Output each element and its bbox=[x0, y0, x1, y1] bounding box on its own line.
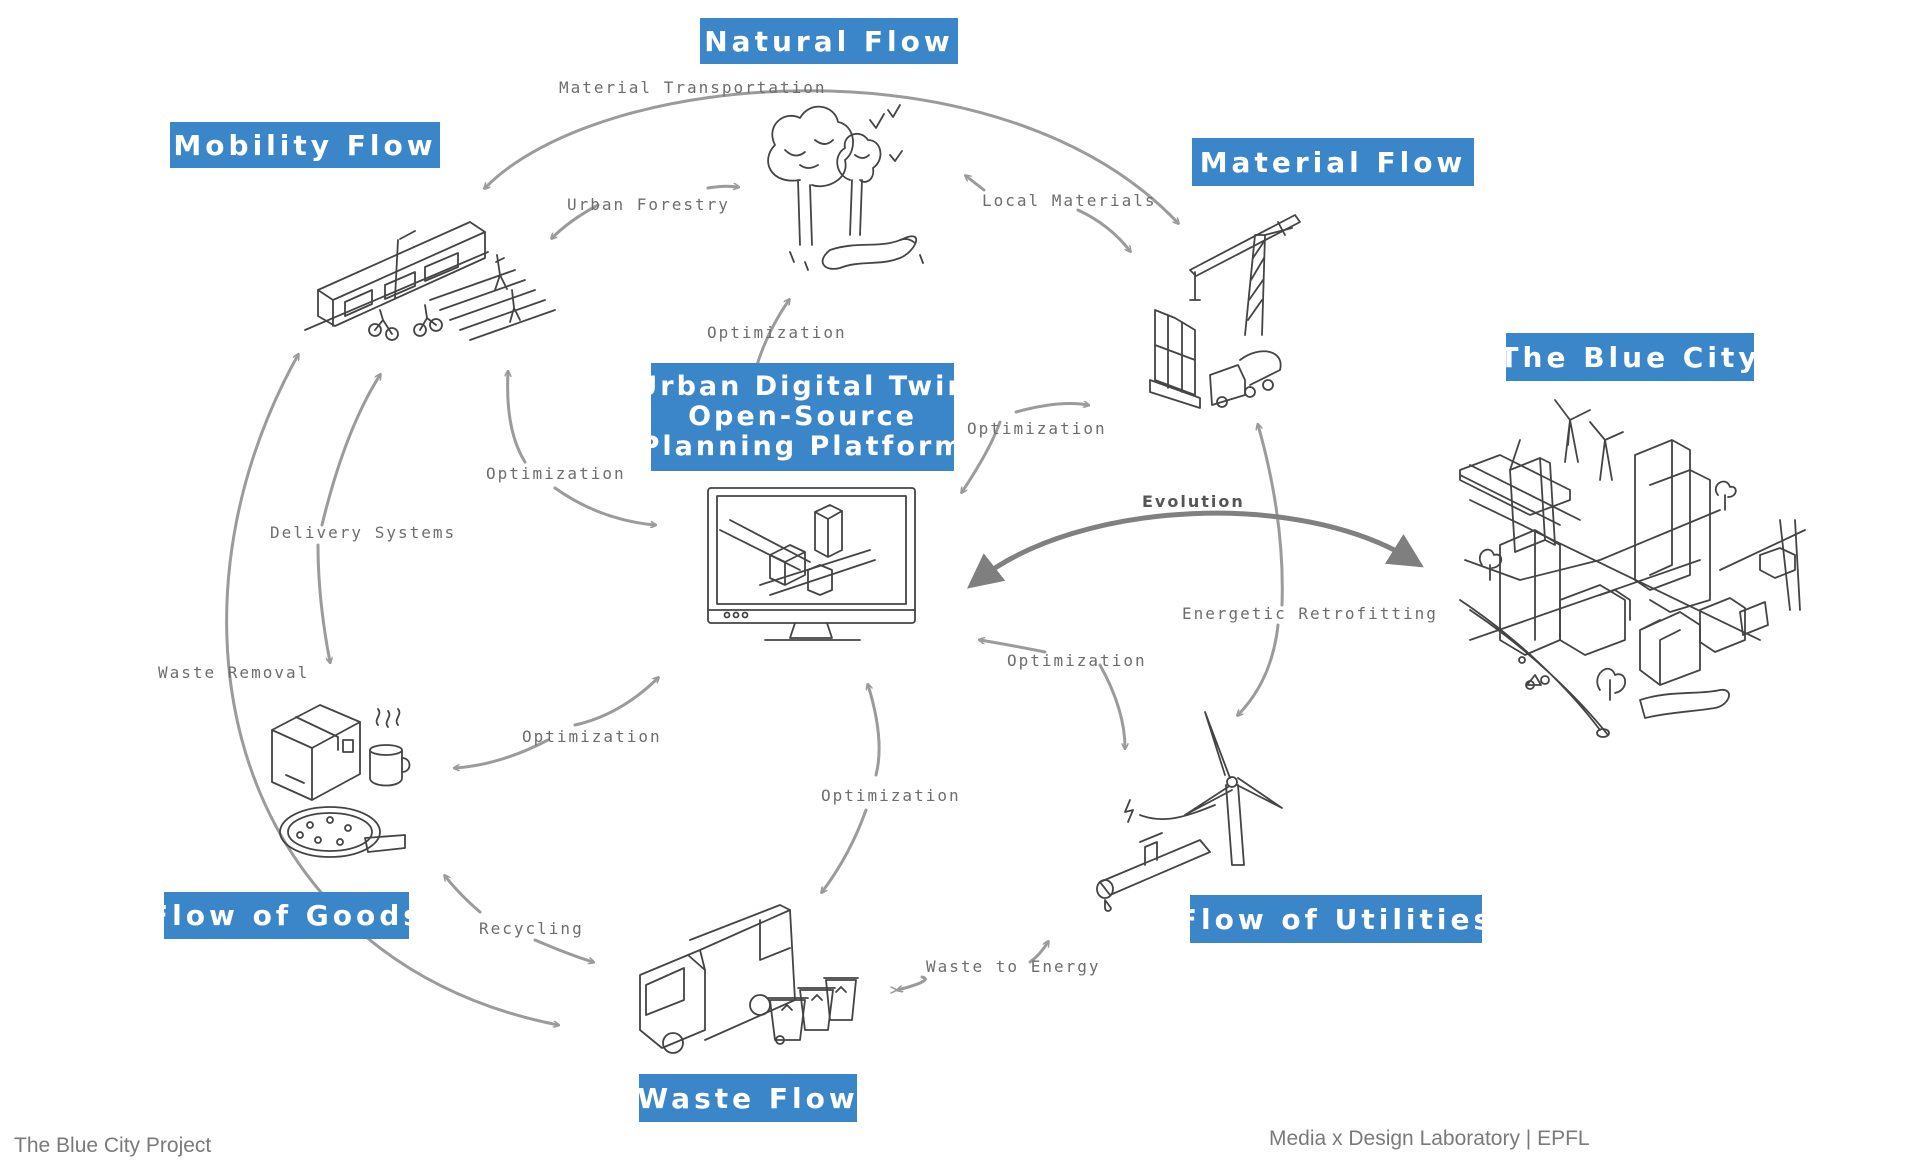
arrow-recycling-b bbox=[533, 938, 593, 962]
parcel-coffee-pizza-icon bbox=[271, 704, 411, 858]
label-energetic-retrofitting: Energetic Retrofitting bbox=[1182, 604, 1438, 623]
node-flow-of-goods: Flow of Goods bbox=[149, 892, 420, 939]
arrow-opt-mobility-b bbox=[553, 486, 655, 525]
arrow-urban-forestry-right bbox=[706, 186, 738, 188]
arrow-waste-energy-right bbox=[1028, 942, 1048, 964]
wind-turbine-pipe-icon bbox=[1096, 711, 1283, 912]
label-optimization-natural: Optimization bbox=[707, 323, 847, 342]
label-delivery-systems: Delivery Systems bbox=[270, 523, 457, 542]
arrow-opt-mobility-a bbox=[508, 372, 527, 464]
arrow-opt-material-b bbox=[1014, 404, 1088, 414]
label-waste-to-energy: Waste to Energy bbox=[926, 957, 1101, 976]
arrow-opt-material-a bbox=[962, 420, 1002, 492]
arrow-opt-utilities-a bbox=[980, 640, 1047, 654]
arrow-opt-waste-a bbox=[868, 685, 881, 777]
label-urban-forestry: Urban Forestry bbox=[567, 195, 730, 214]
node-blue-city: The Blue City bbox=[1499, 333, 1757, 381]
city-skyline-icon bbox=[1459, 399, 1806, 738]
center-title-line-2: Open-Source bbox=[688, 400, 917, 432]
node-natural-flow: Natural Flow bbox=[700, 18, 958, 64]
label-material-transportation: Material Transportation bbox=[559, 78, 827, 97]
arrow-waste-energy-a bbox=[883, 990, 897, 992]
arrow-recycling-a bbox=[445, 876, 482, 914]
label-optimization-waste: Optimization bbox=[821, 786, 961, 805]
node-digital-twin-platform: Urban Digital Twin Open-Source Planning … bbox=[635, 363, 967, 471]
node-material-flow: Material Flow bbox=[1192, 138, 1474, 186]
label-optimization-mobility: Optimization bbox=[486, 464, 626, 483]
label-optimization-material: Optimization bbox=[967, 419, 1107, 438]
arrow-local-materials-right bbox=[1076, 208, 1130, 251]
arrow-energetic-down bbox=[1238, 623, 1280, 715]
node-mobility-flow: Mobility Flow bbox=[170, 122, 440, 168]
label-waste-removal: Waste Removal bbox=[158, 663, 310, 682]
arrow-opt-utilities-b bbox=[1098, 663, 1125, 748]
center-title-line-3: Planning Platform bbox=[639, 431, 966, 463]
arrow-opt-waste-b bbox=[822, 808, 868, 892]
arrow-urban-forestry-left bbox=[552, 203, 600, 238]
arrow-evolution bbox=[966, 510, 1424, 589]
label-optimization-utilities: Optimization bbox=[1007, 651, 1147, 670]
trees-stream-icon bbox=[767, 104, 924, 271]
label-recycling: Recycling bbox=[479, 919, 584, 938]
arrow-delivery-down bbox=[316, 543, 330, 662]
arrow-opt-goods-b bbox=[455, 738, 550, 768]
footer-lab-credit: Media x Design Laboratory | EPFL bbox=[1269, 1127, 1590, 1150]
label-optimization-goods: Optimization bbox=[522, 727, 662, 746]
arrow-material-transportation bbox=[485, 89, 1178, 223]
monitor-model-icon bbox=[707, 487, 916, 641]
arrow-local-materials-left bbox=[966, 176, 986, 192]
node-flow-of-utilities: Flow of Utilities bbox=[1178, 895, 1490, 943]
label-local-materials: Local Materials bbox=[982, 191, 1157, 210]
tram-bikes-icon bbox=[304, 221, 556, 341]
arrow-opt-goods-a bbox=[573, 678, 658, 727]
crane-truck-icon bbox=[1149, 214, 1301, 409]
node-waste-flow: Waste Flow bbox=[637, 1074, 857, 1122]
center-title-line-1: Urban Digital Twin bbox=[635, 370, 970, 402]
label-evolution: Evolution bbox=[1142, 492, 1245, 511]
arrow-delivery-up bbox=[320, 375, 380, 527]
arrow-opt-natural bbox=[755, 300, 789, 367]
footer-project-name: The Blue City Project bbox=[14, 1134, 212, 1157]
arrow-waste-removal bbox=[225, 355, 558, 1025]
garbage-truck-bins-icon bbox=[639, 904, 859, 1054]
arrow-waste-energy-left bbox=[898, 975, 927, 990]
